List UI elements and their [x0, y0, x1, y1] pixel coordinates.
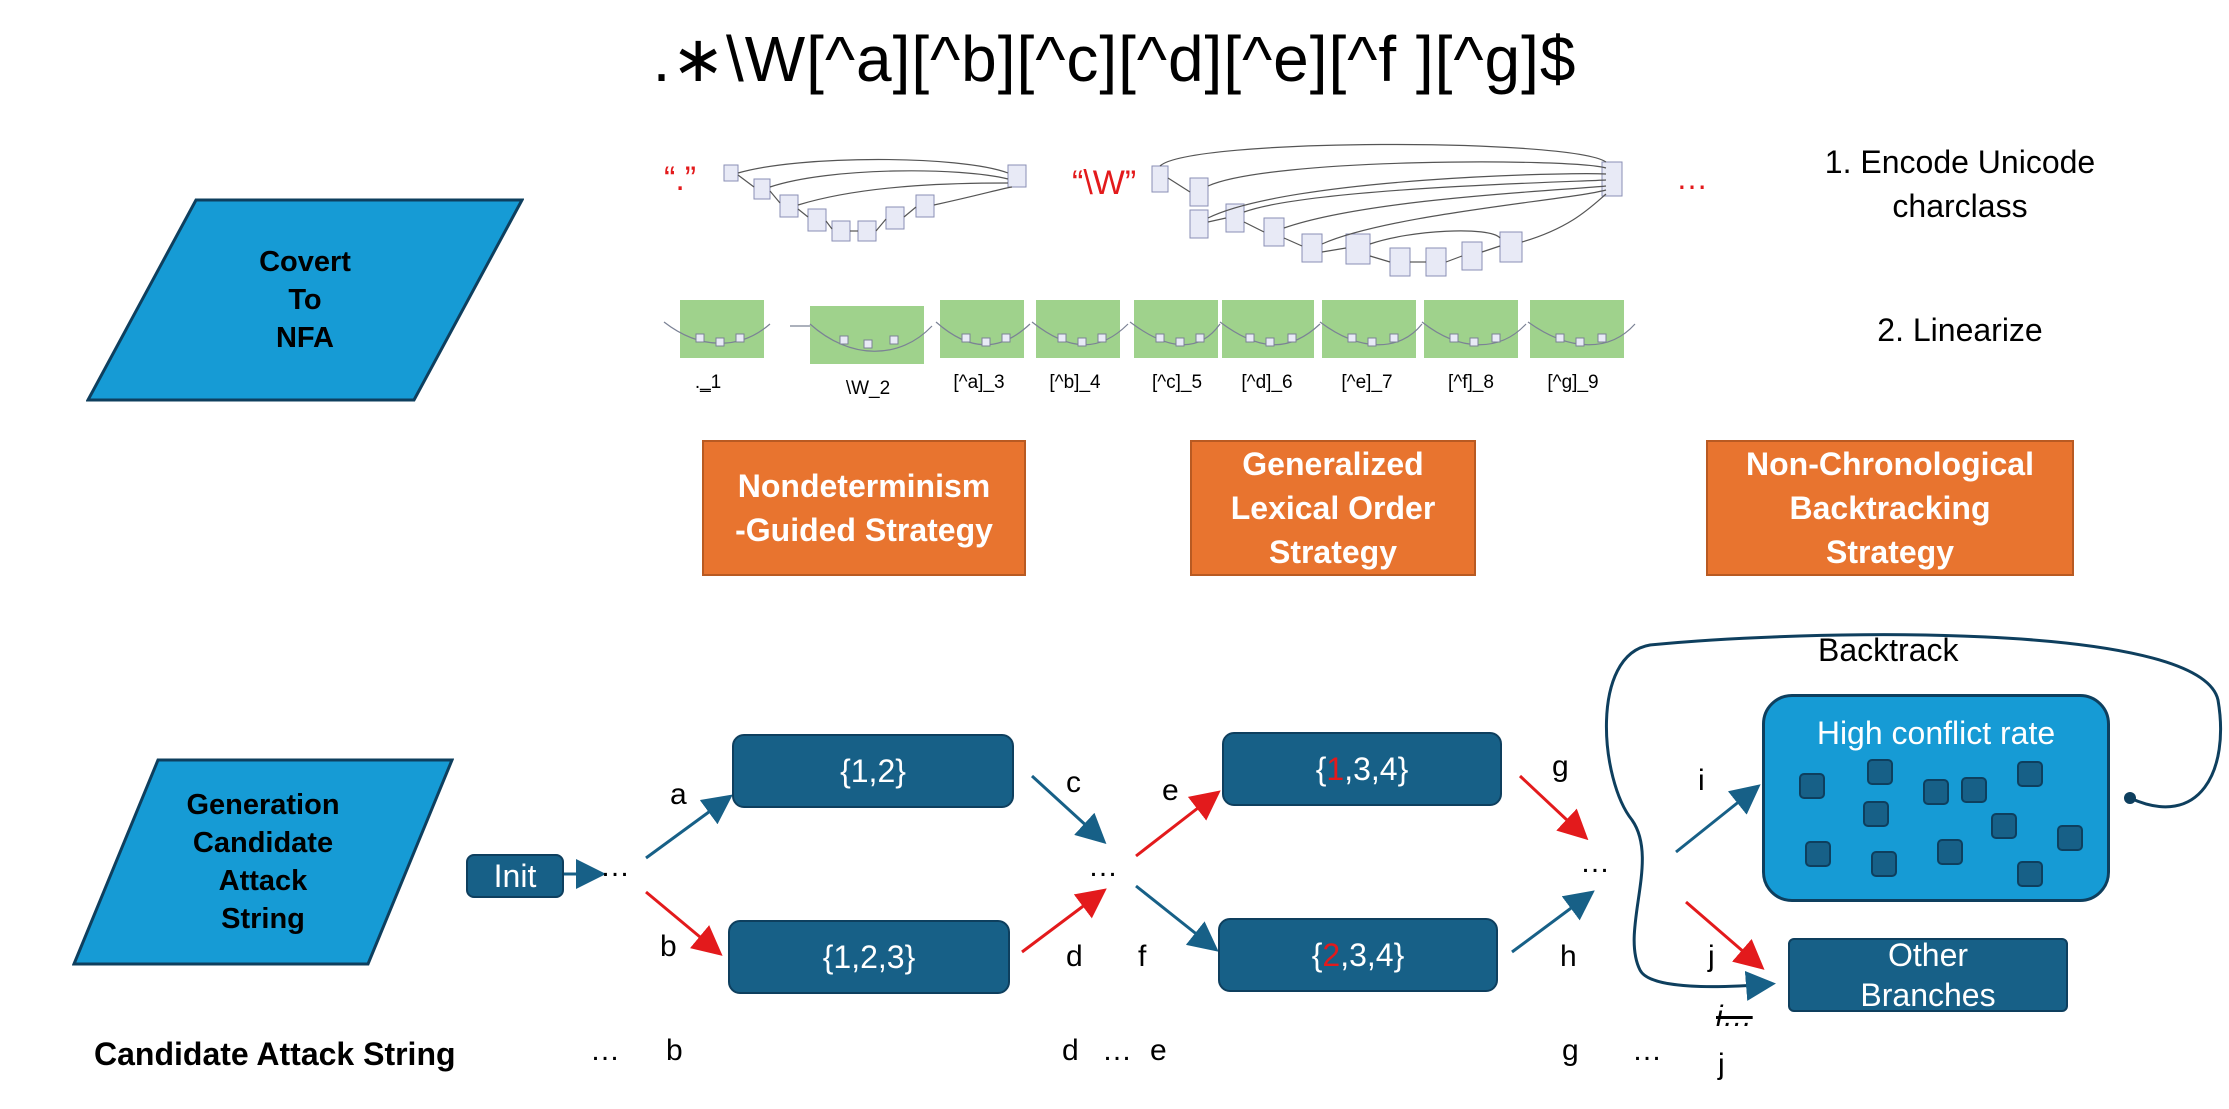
linearized-block-8: [1424, 300, 1518, 358]
parallelogram-shape: [86, 198, 524, 402]
edge-label-g: g: [1552, 750, 1569, 783]
edge-label-d: d: [1066, 940, 1083, 973]
linearized-label-9: [^g]_9: [1547, 372, 1599, 393]
linearized-block-3: [940, 300, 1024, 358]
state-1-2: {1,2}: [732, 734, 1014, 808]
conflict-square: [1805, 841, 1831, 867]
state-highlight-1: 1: [1326, 750, 1345, 787]
nfa-dot-label: “.”: [664, 160, 697, 198]
convert-to-nfa-label: Covert To NFA: [259, 246, 351, 354]
nfa-w-graph: [1151, 143, 1623, 277]
candidate-token: …: [1102, 1034, 1132, 1067]
regex-title: .∗\W[^a][^b][^c][^d][^e][^f ][^g]$: [652, 23, 1577, 95]
strategy-nondeterminism: Nondeterminism -Guided Strategy: [702, 440, 1026, 576]
nfa-dot-graph: [723, 158, 1027, 242]
linearized-label-3: [^a]_3: [953, 372, 1005, 393]
brace-open: {: [1311, 936, 1323, 973]
linearized-label-1: .‗1: [694, 372, 722, 393]
conflict-square: [1991, 813, 2017, 839]
strategy-lexical-order: Generalized Lexical Order Strategy: [1190, 440, 1476, 576]
init-node: Init: [466, 854, 564, 898]
candidate-token: g: [1562, 1034, 1579, 1067]
linearized-label-2: \W_2: [845, 378, 891, 399]
edge-label-f: f: [1138, 940, 1147, 973]
conflict-square: [1867, 759, 1893, 785]
linearized-label-6: [^d]_6: [1241, 372, 1293, 393]
conflict-square: [1923, 779, 1949, 805]
state-1-3-4: {1,3,4}: [1222, 732, 1502, 806]
linearized-block-6: [1222, 300, 1314, 358]
linearized-block-2: [810, 306, 924, 364]
conflict-square: [1863, 801, 1889, 827]
linearized-label-5: [^c]_5: [1151, 372, 1203, 393]
edge-label-i: i: [1698, 764, 1705, 797]
candidate-token: b: [666, 1034, 683, 1067]
high-conflict-box: High conflict rate: [1762, 694, 2110, 902]
linearized-block-4: [1036, 300, 1120, 358]
linearized-label-8: [^f]_8: [1448, 372, 1494, 393]
strategy-backtracking: Non-Chronological Backtracking Strategy: [1706, 440, 2074, 576]
candidate-token-struck: i…: [1716, 1000, 1753, 1033]
edge-label-b: b: [660, 930, 677, 963]
state-rest: ,3,4}: [1340, 936, 1405, 973]
linearized-edges: [663, 321, 1636, 352]
conflict-square: [2017, 861, 2043, 887]
candidate-token: d: [1062, 1034, 1079, 1067]
other-branches-box: Other Branches: [1788, 937, 2068, 1013]
convert-to-nfa-shape: Covert To NFA: [86, 198, 524, 402]
conflict-square: [1961, 777, 1987, 803]
linearized-block-1: [680, 300, 764, 358]
state-rest: ,3,4}: [1344, 750, 1409, 787]
parallelogram-shape: [72, 758, 454, 966]
edge-label-h: h: [1560, 940, 1577, 973]
linearized-block-9: [1530, 300, 1624, 358]
init-ellipsis: …: [600, 850, 630, 883]
edge-label-a: a: [670, 778, 687, 811]
backtrack-label: Backtrack: [1818, 632, 1959, 668]
brace-open: {: [1315, 750, 1327, 787]
conflict-square: [2017, 761, 2043, 787]
generation-candidate-shape: Generation Candidate Attack String: [72, 758, 454, 966]
candidate-label: Candidate Attack String: [94, 1036, 456, 1072]
nfa-ellipsis: …: [1676, 160, 1708, 196]
linearized-label-4: [^b]_4: [1049, 372, 1101, 393]
linearized-label-7: [^e]_7: [1341, 372, 1393, 393]
step-encode-unicode: 1. Encode Unicode charclass: [1824, 144, 2096, 224]
edge-label-j: j: [1708, 940, 1715, 973]
candidate-token: e: [1150, 1034, 1167, 1067]
state-2-3-4: {2,3,4}: [1218, 918, 1498, 992]
high-conflict-label: High conflict rate: [1816, 715, 2056, 751]
candidate-token: j: [1718, 1048, 1725, 1081]
conflict-square: [1799, 773, 1825, 799]
generation-candidate-label: Generation Candidate Attack String: [186, 789, 340, 935]
conflict-square: [2057, 825, 2083, 851]
linearized-block-7: [1322, 300, 1416, 358]
step-linearize: 2. Linearize: [1877, 312, 2043, 348]
state-1-2-3: {1,2,3}: [728, 920, 1010, 994]
conflict-square: [1937, 839, 1963, 865]
state-highlight-2: 2: [1322, 936, 1341, 973]
conflict-square: [1871, 851, 1897, 877]
candidate-token: …: [1632, 1034, 1662, 1067]
edge-label-c: c: [1066, 766, 1081, 799]
linearized-block-5: [1134, 300, 1218, 358]
mid-ellipsis-1: …: [1088, 850, 1118, 883]
candidate-token: …: [590, 1034, 620, 1067]
edge-label-e: e: [1162, 774, 1179, 807]
nfa-w-label: “\W”: [1072, 164, 1137, 202]
linearized-strip: [660, 300, 1680, 370]
mid-ellipsis-2: …: [1580, 846, 1610, 879]
